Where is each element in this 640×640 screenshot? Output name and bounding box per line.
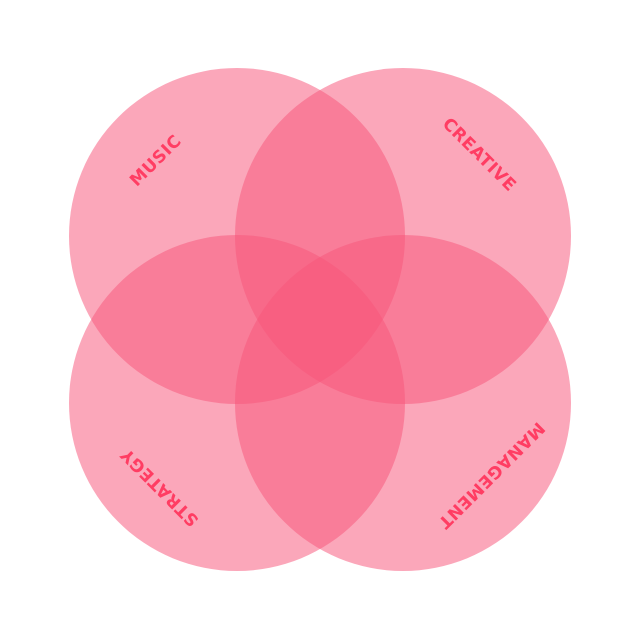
circle-management xyxy=(235,235,571,571)
venn-circles xyxy=(69,68,571,571)
